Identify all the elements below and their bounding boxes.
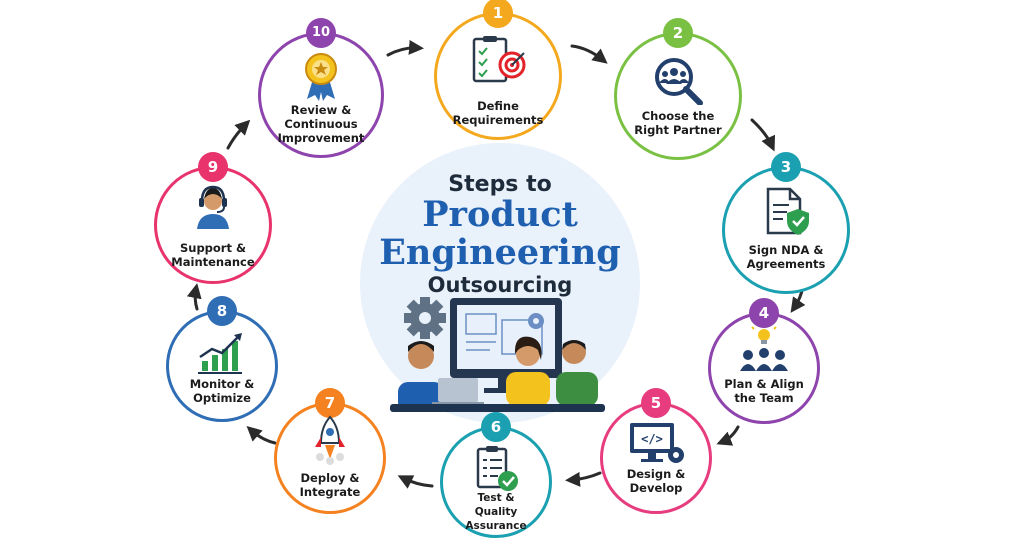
step-9: 9 Support & Maintenance [154,152,272,284]
title-line-2: Product [422,194,578,235]
small-gear-icon [528,313,544,329]
arrow-6-to-7 [397,475,434,489]
step-number-badge: 6 [481,412,511,442]
arrow-10-to-1 [386,39,424,57]
arrow-1-to-2 [570,44,608,64]
rocket-icon [315,415,345,465]
step-number-badge: 8 [207,296,237,326]
title-line-3: Engineering [379,232,621,273]
person-middle [506,336,550,406]
award-ribbon-icon [305,53,337,101]
step-10: 10 Review & Continuous Improvement [258,18,384,158]
step-number-badge: 1 [483,0,513,28]
step-5: 5 </> Design & Develop [600,388,712,514]
arrow-8-to-9 [186,283,202,311]
step-label-line: Deploy & [300,471,360,485]
step-label-line: Test & [477,492,515,504]
step-number-badge: 4 [749,298,779,328]
code-monitor-icon: </> [630,423,684,463]
step-2: 2 Choose the Right Partner [614,18,742,160]
step-4: 4 Plan & Align the Team [708,298,820,424]
step-label-line: Define [477,99,519,113]
step-label-line: Right Partner [634,123,722,137]
arrow-2-to-3 [750,118,776,152]
step-label-line: Maintenance [171,255,255,269]
step-number-badge: 5 [641,388,671,418]
step-label-line: Requirements [452,113,544,127]
arrow-4-to-5 [716,425,740,446]
team-magnifier-icon [655,58,703,105]
support-agent-icon [197,185,229,229]
step-label-line: the Team [734,391,794,405]
step-label-line: Integrate [299,485,361,499]
step-number-badge: 9 [198,152,228,182]
title-line-1: Steps to [448,172,552,197]
title-line-4: Outsourcing [427,273,573,297]
step-label-line: Optimize [193,391,251,405]
desk [390,404,605,412]
step-label-line: Choose the [641,109,715,123]
document-shield-icon [766,187,809,235]
step-label-line: Continuous [284,117,358,131]
step-3: 3 Sign NDA & Agreements [722,152,850,294]
step-8: 8 Monitor & Optimize [166,296,278,422]
step-number-badge: 10 [306,18,336,48]
step-7: 7 Deploy & Integrate [274,388,386,514]
step-label-line: Review & [290,103,352,117]
step-label-line: Develop [629,481,683,495]
clipboard-check-icon [476,446,518,491]
checklist-target-icon [472,36,526,83]
growth-chart-icon [198,333,242,374]
person-right [556,340,598,406]
step-number-badge: 2 [663,18,693,48]
step-label-line: Monitor & [189,377,255,391]
step-6: 6 Test & Quality Assurance [440,412,552,538]
arrow-9-to-10 [226,119,251,150]
arrow-7-to-8 [246,425,277,445]
step-label-line: Agreements [746,257,826,271]
step-1: 1 Define Requirements [434,0,562,140]
step-label-line: Plan & Align [724,377,804,391]
step-label-line: Quality Assurance [465,506,527,532]
step-label-line: Sign NDA & [748,243,824,257]
step-number-badge: 3 [771,152,801,182]
arrow-5-to-6 [565,471,602,487]
step-number-badge: 7 [315,388,345,418]
team-idea-icon [740,325,788,371]
svg-text:</>: </> [641,432,663,446]
gear-icon [404,297,446,339]
step-label-line: Improvement [277,131,365,145]
step-label-line: Support & [179,241,247,255]
step-label-line: Design & [626,467,686,481]
